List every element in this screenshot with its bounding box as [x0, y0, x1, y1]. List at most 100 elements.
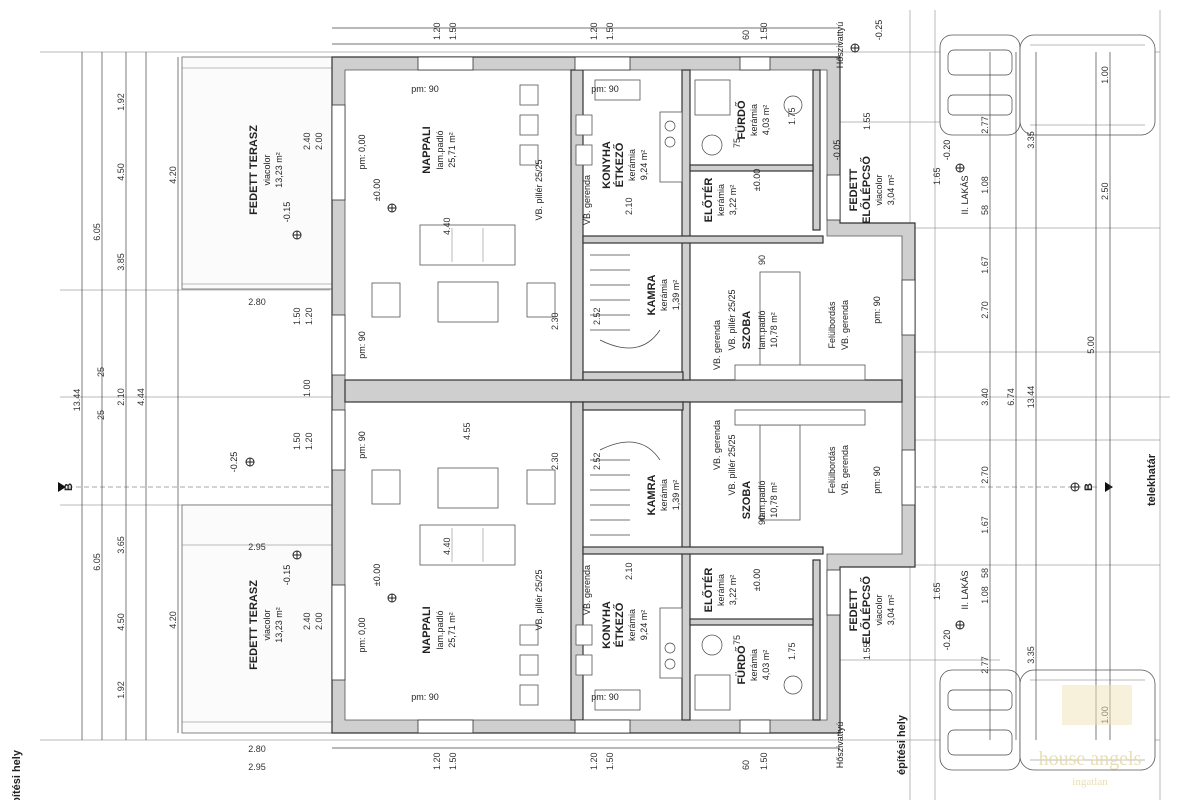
room-area: 3,04 m² [886, 175, 896, 206]
parapet-label: pm: 90 [357, 331, 367, 359]
dim-label: 2.70 [980, 301, 990, 319]
car-top [939, 34, 1156, 136]
room-material: kerámia [659, 279, 669, 311]
parapet-label: pm: 90 [872, 466, 882, 494]
dim-label: 1.20 [432, 752, 442, 770]
beam-label: VB. gerenda [840, 445, 850, 495]
dim-label: 1.92 [116, 681, 126, 699]
room-name: ELŐTÉR [702, 178, 715, 223]
dim-label: 1.50 [448, 22, 458, 40]
level-label: ±0.00 [752, 569, 762, 591]
feluliborda-label: Felülbordás [827, 446, 837, 494]
room-label-nappali-bottom: NAPPALI lam.padló 25,71 m² [421, 606, 457, 653]
level-label: -0.05 [832, 140, 842, 161]
room-label-lepcso-top: FEDETT ELŐLÉPCSŐ viacolor 3,04 m² [848, 156, 896, 224]
dim-label: 2.30 [550, 452, 560, 470]
dim-label: 2.50 [1100, 182, 1110, 200]
dim-label: 2.95 [248, 762, 266, 772]
room-name: FEDETT TERASZ [248, 125, 260, 215]
room-name: SZOBA [741, 481, 753, 520]
room-material: kerámia [659, 479, 669, 511]
building-site-label: építési hely [896, 714, 908, 775]
room-area: 3,22 m² [728, 185, 738, 216]
dim-label: 1.50 [605, 752, 615, 770]
room-material: kerámia [716, 184, 726, 216]
room-material: viacolor [262, 609, 272, 640]
terrace-top [181, 56, 333, 290]
room-name: FEDETT [848, 588, 860, 631]
room-label-lepcso-bottom: FEDETT ELŐLÉPCSŐ viacolor 3,04 m² [848, 576, 896, 644]
pillar-label: VB. pillér 25/25 [534, 569, 544, 630]
dim-label: 1.50 [759, 22, 769, 40]
dim-label: 6.05 [92, 553, 102, 571]
room-name: ELŐTÉR [702, 568, 715, 613]
dims-top: 1.20 1.50 1.20 1.50 60 1.50 [332, 22, 840, 45]
dim-label: 1.65 [932, 167, 942, 185]
room-area: 1,39 m² [671, 280, 681, 311]
dim-label: 6.05 [92, 223, 102, 241]
dim-label: 2.52 [592, 452, 602, 470]
heat-pump-label: Hőszivattyú [835, 722, 845, 769]
dim-label: 1.08 [980, 176, 990, 194]
dim-label: 13.44 [72, 389, 82, 412]
dim-label: 90 [757, 515, 767, 525]
room-name: KONYHA [601, 141, 613, 189]
room-label-konyha-bottom: KONYHA ÉTKEZŐ kerámia 9,24 m² [601, 601, 649, 649]
dim-label: 2.70 [980, 466, 990, 484]
heat-pump-label: Hőszivattyú [835, 22, 845, 69]
dim-label: 1.50 [292, 432, 302, 450]
room-material: kerámia [627, 149, 637, 181]
dim-label: 2.77 [980, 656, 990, 674]
dim-label: 2.30 [550, 312, 560, 330]
plot-boundary-label: telekhatár [1146, 453, 1158, 506]
room-name: KAMRA [646, 474, 658, 515]
dim-label: 1.50 [292, 307, 302, 325]
dim-label: 1.20 [589, 22, 599, 40]
parapet-label: pm: 90 [872, 296, 882, 324]
dim-label: 25 [96, 367, 106, 377]
dim-label: 2.40 [302, 612, 312, 630]
level-label: ±0.00 [372, 564, 382, 586]
parapet-label: pm: 90 [591, 692, 619, 702]
room-name: FEDETT TERASZ [248, 580, 260, 670]
pillar-label: VB. pillér 25/25 [727, 289, 737, 350]
room-name: KAMRA [646, 274, 658, 315]
parapet-zero-label: pm: 0,00 [357, 617, 367, 652]
dim-label: 3.35 [1026, 131, 1036, 149]
dim-label: 5.00 [1086, 336, 1096, 354]
level-markers [58, 43, 1113, 630]
room-name: FÜRDŐ [735, 645, 748, 685]
dim-label: 2.10 [624, 562, 634, 580]
room-name-2: ÉTKEZŐ [613, 142, 626, 187]
room-area: 25,71 m² [447, 612, 457, 648]
dim-label: 58 [980, 205, 990, 215]
dim-label: 1.67 [980, 256, 990, 274]
section-marker: B [1083, 483, 1095, 491]
dim-label: 2.10 [116, 388, 126, 406]
room-material: kerámia [749, 649, 759, 681]
level-label: ±0.00 [752, 169, 762, 191]
level-label: -0.15 [282, 565, 292, 586]
parapet-zero-label: pm: 0,00 [357, 134, 367, 169]
room-material: kerámia [749, 104, 759, 136]
room-material: kerámia [627, 609, 637, 641]
dims-interior: 2.40 2.00 2.40 2.00 1.50 1.20 1.50 1.20 … [292, 107, 1110, 660]
watermark: house angels ingatlan [1039, 685, 1142, 788]
dim-label: 75 [732, 635, 742, 645]
dims-left: 13.44 6.05 6.05 1.92 4.50 3.85 25 2.10 2… [72, 52, 266, 772]
dim-label: 2.52 [592, 307, 602, 325]
room-name: KONYHA [601, 601, 613, 649]
watermark-brand: house angels [1039, 748, 1142, 770]
dim-label: 4.40 [442, 537, 452, 555]
dim-label: 2.40 [302, 132, 312, 150]
beam-label: VB. gerenda [712, 420, 722, 470]
dim-label: 1.08 [980, 586, 990, 604]
room-area: 13,23 m² [274, 152, 284, 188]
room-name-2: ÉTKEZŐ [613, 602, 626, 647]
level-label: -0.20 [942, 630, 952, 651]
dim-label: 2.80 [248, 297, 266, 307]
room-area: 4,03 m² [761, 650, 771, 681]
dim-label: 2.00 [314, 132, 324, 150]
dim-label: 1.00 [1100, 66, 1110, 84]
parapet-label: pm: 90 [411, 84, 439, 94]
